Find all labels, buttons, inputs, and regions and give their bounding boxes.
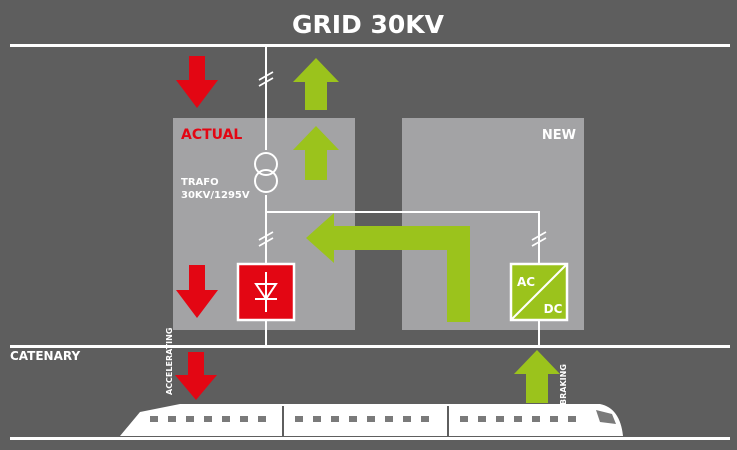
green-up-arrow-trafo xyxy=(293,126,339,180)
red-down-arrow-rectifier xyxy=(176,265,218,318)
red-down-arrow-accelerating xyxy=(175,352,217,400)
catenary-line xyxy=(10,345,730,348)
wire-break-mark-upper xyxy=(258,71,274,87)
wire-break-mark-new xyxy=(531,231,547,247)
train-windows xyxy=(150,416,576,422)
green-elbow-arrow xyxy=(306,213,470,322)
trafo-label-line2: 30KV/1295V xyxy=(181,190,250,201)
converter-divider xyxy=(510,263,568,321)
diode-icon xyxy=(254,272,278,312)
rail-line xyxy=(10,437,730,440)
converter-label-dc: DC xyxy=(544,302,563,316)
grid-title: GRID 30KV xyxy=(292,10,445,39)
converter-feed-wire xyxy=(266,211,540,263)
grid-line xyxy=(10,44,730,47)
trafo-label-line1: TRAFO xyxy=(181,177,219,188)
catenary-label: CATENARY xyxy=(10,349,80,363)
actual-label: ACTUAL xyxy=(181,127,242,143)
train xyxy=(120,404,623,436)
wire-break-mark-lower xyxy=(258,231,274,247)
green-up-arrow-braking xyxy=(514,350,560,403)
converter-label-ac: AC xyxy=(517,275,535,289)
new-label: NEW xyxy=(542,128,576,143)
red-down-arrow-grid xyxy=(176,56,218,108)
green-up-arrow-grid xyxy=(293,58,339,110)
train-cab-window xyxy=(596,410,616,424)
transformer-symbol xyxy=(254,152,278,193)
accelerating-label: ACCELERATING xyxy=(165,328,174,395)
braking-label: BRAKING xyxy=(559,364,568,405)
